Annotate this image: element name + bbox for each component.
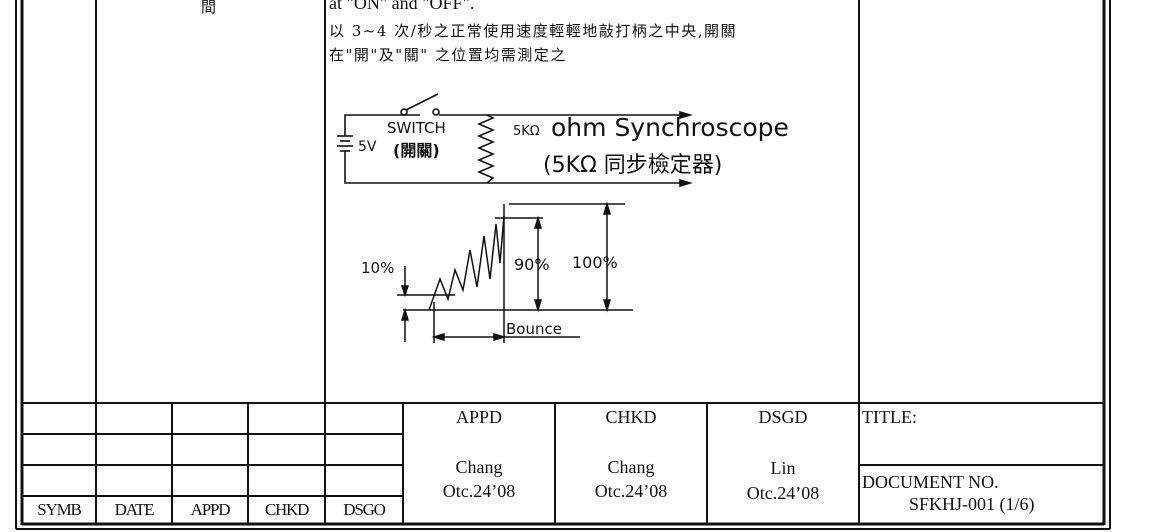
label-bounce: Bounce	[506, 320, 562, 338]
approval-date-appd: Otc.24’08	[442, 481, 516, 501]
approval-name-dsgd: Lin	[770, 458, 796, 478]
circuit-diagram	[337, 93, 693, 188]
document-no-value: SFKHJ-001 (1/6)	[909, 494, 1035, 514]
row-label: 間	[201, 0, 218, 16]
label-10-percent: 10%	[361, 259, 395, 277]
header-dsgo: DSGO	[343, 500, 386, 519]
approval-role-dsgd: DSGD	[758, 407, 808, 427]
header-date: DATE	[114, 500, 155, 519]
approval-name-chkd: Chang	[607, 457, 655, 477]
label-100-percent: 100%	[572, 253, 618, 272]
synchroscope-label: ohm Synchroscope	[551, 113, 789, 142]
resistor-label: 5KΩ	[513, 124, 540, 139]
approval-date-dsgd: Otc.24’08	[746, 483, 820, 503]
spec-text-zh-1: 以 3~4 次/秒之正常使用速度輕輕地敲打柄之中央,開關	[329, 22, 738, 40]
switch-label: SWITCH	[387, 119, 446, 137]
approval-role-chkd: CHKD	[605, 407, 657, 427]
document-no-label: DOCUMENT NO.	[862, 472, 999, 492]
approval-role-appd: APPD	[455, 407, 503, 427]
spec-text-en: at "ON" and "OFF".	[329, 0, 475, 13]
approval-name-appd: Chang	[455, 457, 503, 477]
header-symb: SYMB	[37, 500, 82, 519]
switch-label-zh: (開關)	[393, 141, 440, 160]
approval-date-chkd: Otc.24’08	[594, 481, 668, 501]
header-chkd: CHKD	[264, 500, 310, 519]
title-label: TITLE:	[862, 407, 917, 427]
voltage-label: 5V	[358, 139, 377, 155]
synchroscope-label-zh: (5KΩ 同步檢定器)	[543, 153, 723, 178]
header-appd: APPD	[190, 500, 231, 519]
bounce-waveform	[397, 201, 633, 343]
spec-text-zh-2: 在"開"及"關" 之位置均需測定之	[329, 46, 567, 64]
label-90-percent: 90%	[514, 255, 550, 274]
